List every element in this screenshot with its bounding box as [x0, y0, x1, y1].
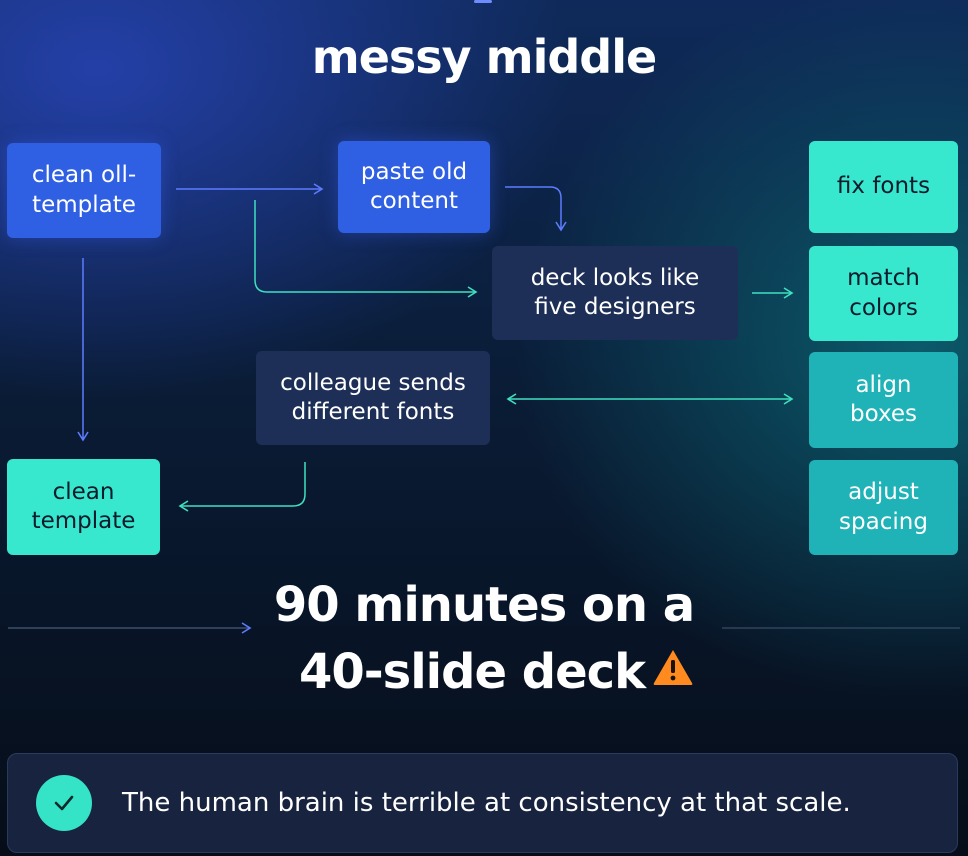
headline-line-2-wrap: 40-slide deck: [0, 644, 968, 703]
arrow-branch-to-deck: [254, 200, 478, 298]
warning-triangle-icon: [651, 643, 695, 699]
callout-box: The human brain is terrible at consisten…: [7, 753, 958, 853]
node-clean-oll-template: clean oll-template: [7, 143, 161, 238]
headline-line-2: 40-slide deck: [298, 644, 646, 700]
page-title: messy middle: [311, 30, 657, 84]
node-fix-fonts: fix fonts: [809, 141, 958, 233]
arrow-to-deck-looks-like: [505, 186, 567, 232]
top-accent-mark: [474, 0, 492, 3]
callout-text: The human brain is terrible at consisten…: [122, 788, 851, 818]
check-circle-icon: [36, 775, 92, 831]
headline-line-1: 90 minutes on a: [273, 577, 695, 633]
arrow-to-clean-template: [178, 462, 306, 512]
